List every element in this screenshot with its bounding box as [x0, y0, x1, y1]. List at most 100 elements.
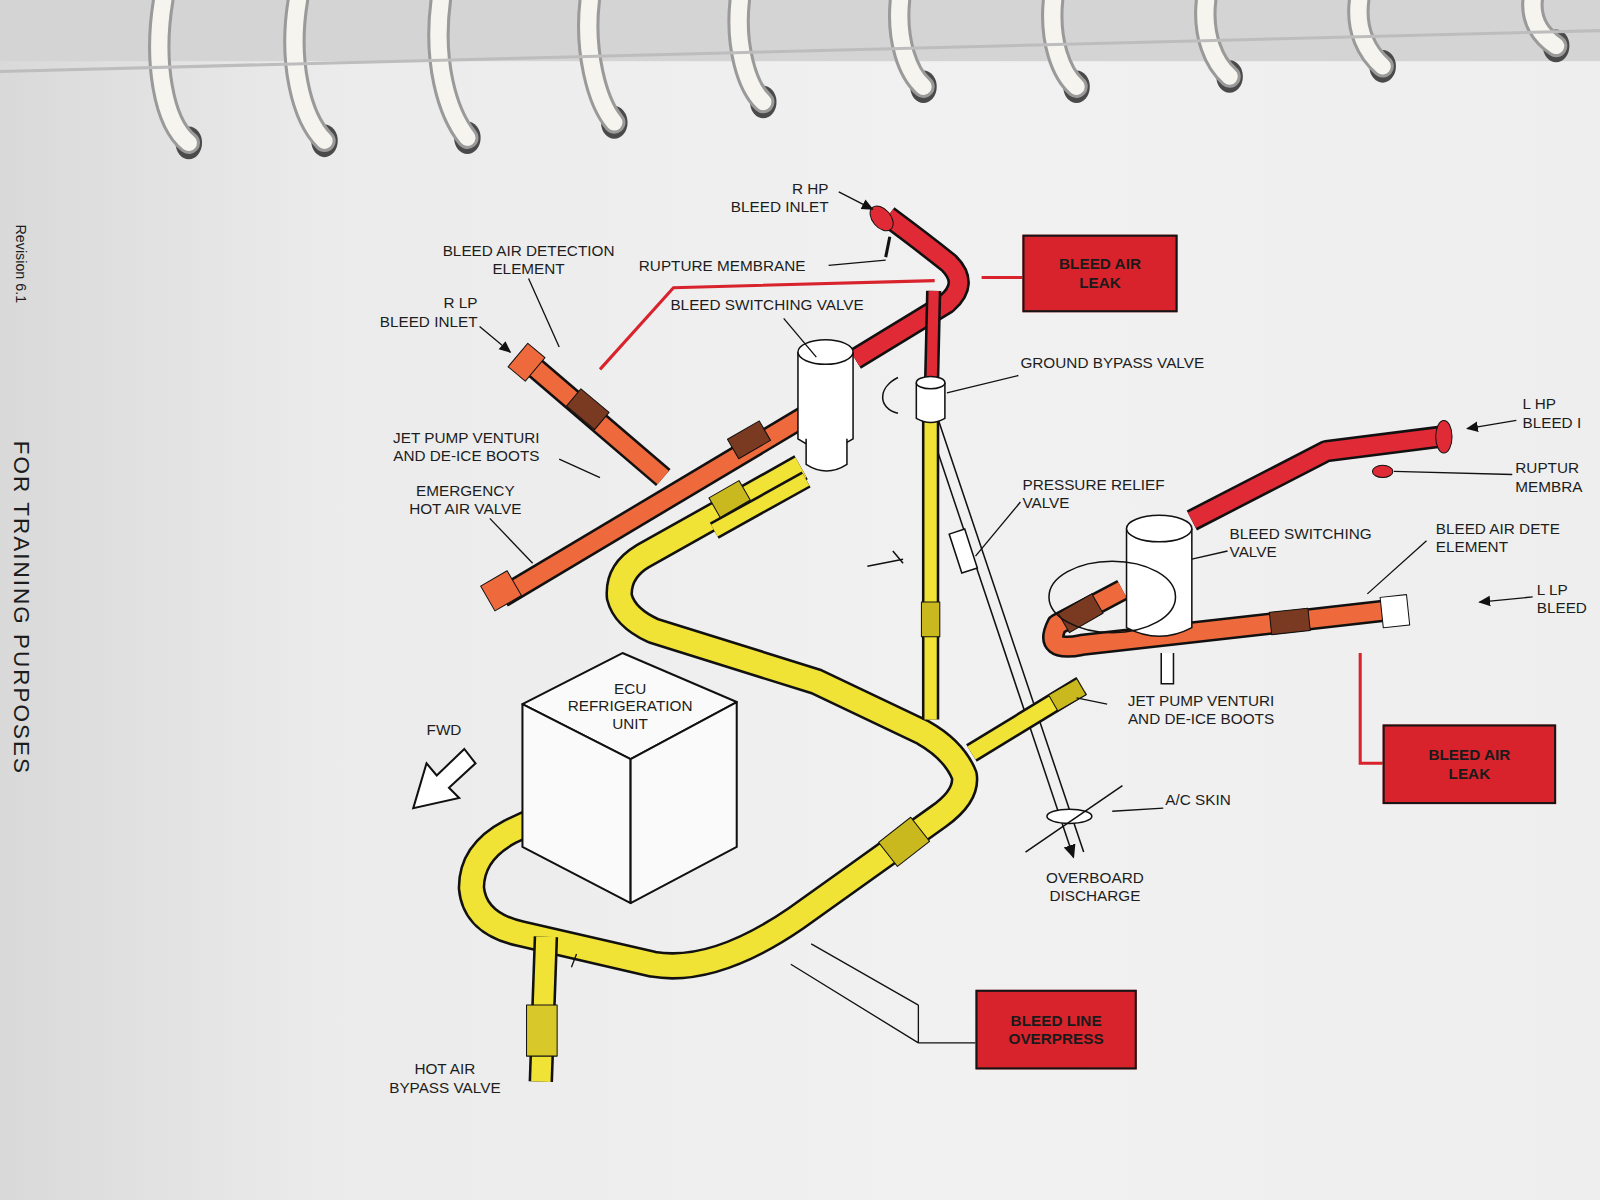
- leader-lines: [480, 327, 511, 353]
- orange-lp-pipes: [566, 389, 609, 430]
- text-line: BLEED AIR DETE: [1436, 519, 1560, 537]
- text-line: BLEED LINE: [1008, 1011, 1103, 1029]
- binding-rings: [1205, 0, 1229, 77]
- binding-rings: [159, 0, 188, 143]
- valves: [798, 340, 1192, 684]
- leader-lines: [490, 518, 533, 563]
- text-line: AND DE-ICE BOOTS: [1128, 710, 1275, 728]
- binding-rings: [899, 0, 923, 87]
- text-line: HOT AIR: [389, 1060, 500, 1078]
- leader-lines: [791, 944, 976, 1043]
- part-label: A/C SKIN: [1165, 791, 1230, 809]
- valves: [1127, 515, 1192, 542]
- text-line: LEAK: [1428, 764, 1510, 782]
- part-label: RUPTUR MEMBRA: [1515, 459, 1582, 496]
- orange-lp-pipes: [481, 571, 522, 611]
- yellow-pipes: [471, 467, 964, 966]
- red-hp-pipes: [1192, 437, 1441, 521]
- leader-lines: [1467, 420, 1516, 428]
- direction-label: FWD: [427, 720, 462, 738]
- alert-box: BLEED LINE OVERPRESS: [976, 990, 1137, 1070]
- text-line: HOT AIR VALVE: [409, 500, 521, 518]
- orange-lp-pipes: [481, 343, 1410, 646]
- fwd-arrow: [413, 749, 475, 808]
- binding-rings: [588, 0, 614, 122]
- text-line: BLEED INLET: [380, 312, 478, 330]
- text-line: DISCHARGE: [1046, 887, 1144, 905]
- leak-leader-lines: [982, 276, 1023, 279]
- orange-lp-pipes: [1380, 595, 1410, 628]
- valves: [806, 439, 847, 471]
- node-text: BLEED AIR LEAK: [1428, 746, 1510, 783]
- overboard-line: [883, 378, 898, 414]
- text-line: JET PUMP VENTURI: [393, 429, 540, 447]
- revision-note: Revision 6.1: [12, 224, 30, 303]
- cube-face: [522, 704, 630, 903]
- alert-box: BLEED AIR LEAK: [1022, 235, 1177, 313]
- overboard-line: [867, 551, 903, 566]
- red-hp-pipes: [1372, 465, 1392, 477]
- text-line: L HP: [1522, 395, 1581, 413]
- red-hp-pipes: [1436, 420, 1452, 453]
- red-hp-pipes: [1192, 437, 1441, 521]
- leader-lines: [784, 318, 817, 357]
- text-line: VALVE: [1022, 494, 1164, 512]
- cube-face: [631, 702, 737, 903]
- text-line: JET PUMP VENTURI: [1128, 692, 1275, 710]
- leader-lines: [1367, 541, 1426, 594]
- part-label: BLEED SWITCHING VALVE: [670, 296, 863, 314]
- text-line: EMERGENCY: [409, 482, 521, 500]
- leak-leader-lines: [600, 278, 1383, 764]
- part-label: BLEED SWITCHING VALVE: [1230, 524, 1372, 561]
- binding-rings: [1205, 0, 1229, 77]
- yellow-pipes: [527, 1005, 558, 1056]
- part-label: PRESSURE RELIEF VALVE: [1022, 476, 1164, 513]
- leader-lines: [1480, 597, 1533, 602]
- text-line: RUPTURE MEMBRANE: [639, 257, 806, 275]
- binding-rings: [588, 0, 614, 122]
- text-line: BLEED: [1537, 599, 1587, 617]
- binding-rings: [899, 0, 923, 87]
- valves: [798, 340, 853, 364]
- part-label: JET PUMP VENTURI AND DE-ICE BOOTS: [1128, 692, 1275, 729]
- orange-lp-pipes: [1053, 590, 1389, 647]
- text-line: BLEED INLET: [731, 198, 829, 216]
- text-line: R HP: [731, 180, 829, 198]
- text-line: BLEED AIR: [1428, 746, 1510, 764]
- overboard-line: [867, 378, 1122, 858]
- leader-lines: [1112, 808, 1163, 811]
- text-line: BLEED AIR: [1059, 255, 1141, 273]
- binding-rings: [0, 0, 1600, 159]
- part-label: R HP BLEED INLET: [731, 180, 829, 217]
- text-line: BLEED SWITCHING: [1230, 524, 1372, 542]
- text-line: ELEMENT: [443, 260, 615, 278]
- binding-rings: [159, 0, 1556, 143]
- yellow-pipes: [1049, 679, 1086, 711]
- text-line: BLEED SWITCHING VALVE: [670, 296, 863, 314]
- unit-cube: ECU REFRIGERATION UNIT: [515, 649, 745, 906]
- text-line: BLEED I: [1522, 413, 1581, 431]
- binding-rings: [1358, 0, 1382, 66]
- binding-rings: [294, 0, 324, 141]
- part-label: L HP BLEED I: [1522, 395, 1581, 432]
- part-label: GROUND BYPASS VALVE: [1020, 354, 1204, 372]
- leader-lines: [529, 279, 560, 347]
- text-line: OVERPRESS: [1008, 1030, 1103, 1048]
- part-label: L LP BLEED: [1537, 581, 1587, 618]
- valves: [1161, 653, 1173, 684]
- yellow-pipes: [709, 481, 750, 518]
- red-hp-pipes: [855, 202, 1452, 521]
- leak-leader-lines: [1360, 653, 1382, 763]
- yellow-pipes: [471, 467, 964, 966]
- part-label: HOT AIR BYPASS VALVE: [389, 1060, 500, 1097]
- text-line: BYPASS VALVE: [389, 1079, 500, 1097]
- binding-rings: [438, 0, 467, 138]
- node-text: BLEED AIR LEAK: [1059, 255, 1141, 292]
- part-label: OVERBOARD DISCHARGE: [1046, 868, 1144, 905]
- leader-lines: [1192, 551, 1228, 559]
- text-line: R LP: [380, 294, 478, 312]
- binding-rings: [294, 0, 324, 141]
- red-hp-pipes: [886, 237, 890, 257]
- alert-box: BLEED AIR LEAK: [1383, 724, 1556, 804]
